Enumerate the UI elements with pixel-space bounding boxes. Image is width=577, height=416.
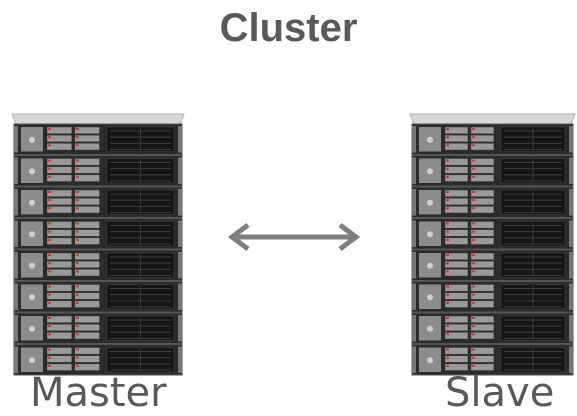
server-unit bbox=[411, 249, 574, 281]
double-arrow-icon bbox=[227, 223, 361, 251]
rack-top-cover bbox=[11, 113, 185, 125]
master-server-rack bbox=[10, 112, 186, 376]
server-unit bbox=[411, 312, 574, 344]
server-unit bbox=[13, 123, 183, 155]
server-unit bbox=[411, 218, 574, 250]
server-unit bbox=[411, 123, 574, 155]
server-unit bbox=[13, 249, 183, 281]
server-unit bbox=[13, 155, 183, 187]
server-unit bbox=[411, 344, 574, 376]
connection-arrow bbox=[226, 222, 362, 257]
server-unit bbox=[13, 186, 183, 218]
cluster-title: Cluster bbox=[219, 6, 358, 50]
server-unit bbox=[411, 281, 574, 313]
server-unit bbox=[13, 312, 183, 344]
server-rack-icon bbox=[11, 113, 185, 376]
server-unit bbox=[13, 344, 183, 376]
server-unit bbox=[13, 218, 183, 250]
server-unit bbox=[411, 186, 574, 218]
server-unit bbox=[13, 281, 183, 313]
server-rack-icon bbox=[409, 113, 576, 376]
master-label: Master bbox=[30, 370, 167, 416]
slave-label: Slave bbox=[445, 370, 555, 416]
slave-server-rack bbox=[408, 112, 577, 376]
rack-top-cover bbox=[409, 113, 576, 125]
server-unit bbox=[411, 155, 574, 187]
